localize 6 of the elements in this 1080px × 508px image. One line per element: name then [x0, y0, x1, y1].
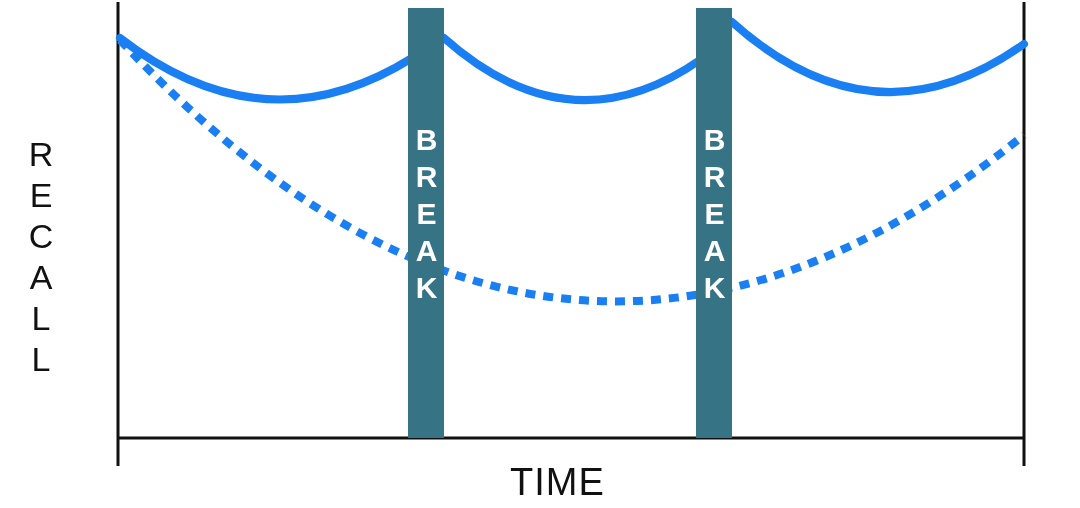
x-axis-label: TIME [510, 463, 605, 501]
break-bar [408, 8, 444, 438]
break-bar [696, 8, 732, 438]
bar-label: BREAK [699, 123, 729, 308]
y-axis-label: RECALL [24, 135, 58, 381]
bar-label: BREAK [411, 123, 441, 308]
